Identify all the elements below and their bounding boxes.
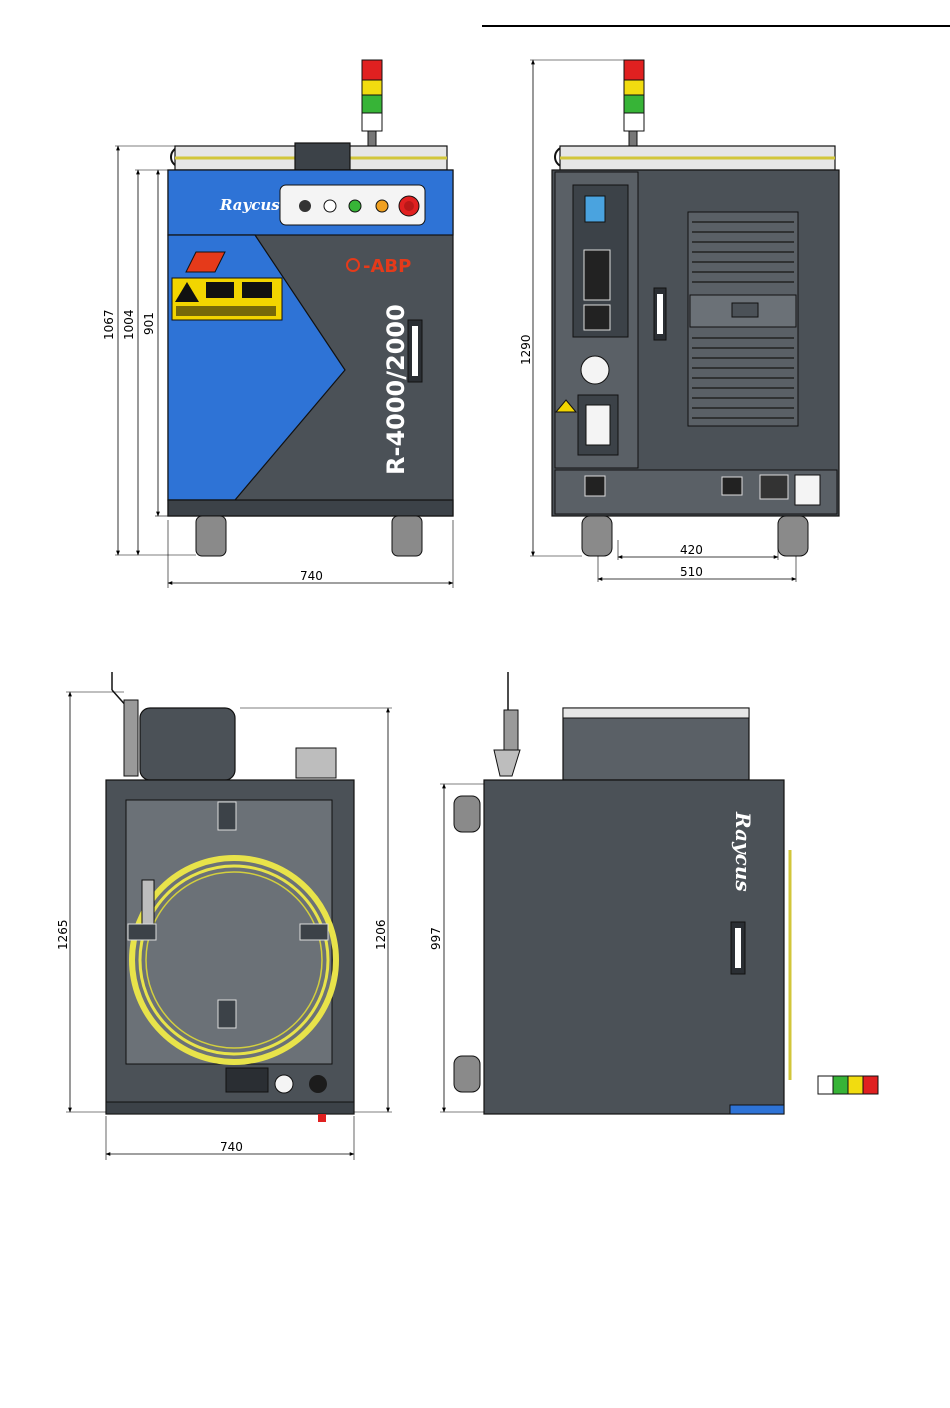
top-dim-740: 740	[220, 1140, 243, 1154]
top-dim-1206: 1206	[374, 919, 388, 950]
front-dim-1067: 1067	[102, 309, 116, 340]
front-dim-740: 740	[300, 569, 323, 583]
top-view: 1265 1206 740	[56, 672, 392, 1160]
side-dim-510: 510	[680, 565, 703, 579]
emergency-stop-icon	[399, 196, 419, 216]
laser-warning-icon	[172, 278, 282, 320]
front-view: Raycus -ABP R-4000/2000 1067	[102, 60, 453, 588]
front-series-marker: -ABP	[363, 256, 411, 277]
lid-view: Raycus 997	[429, 672, 878, 1114]
lid-brand-logo: Raycus	[731, 811, 755, 892]
front-model-label: R-4000/2000	[382, 304, 410, 475]
front-dim-1004: 1004	[122, 309, 136, 340]
side-view: 1290 420 510	[519, 60, 839, 582]
signal-tower-icon	[624, 60, 644, 159]
top-dim-1265: 1265	[56, 919, 70, 950]
front-brand-logo: Raycus	[219, 196, 280, 214]
lid-dim-997: 997	[429, 927, 443, 950]
caster-wheel-icon	[196, 516, 422, 556]
front-dim-901: 901	[142, 312, 156, 335]
side-dim-1290: 1290	[519, 334, 533, 365]
side-dim-420: 420	[680, 543, 703, 557]
signal-tower-icon	[818, 1076, 878, 1094]
